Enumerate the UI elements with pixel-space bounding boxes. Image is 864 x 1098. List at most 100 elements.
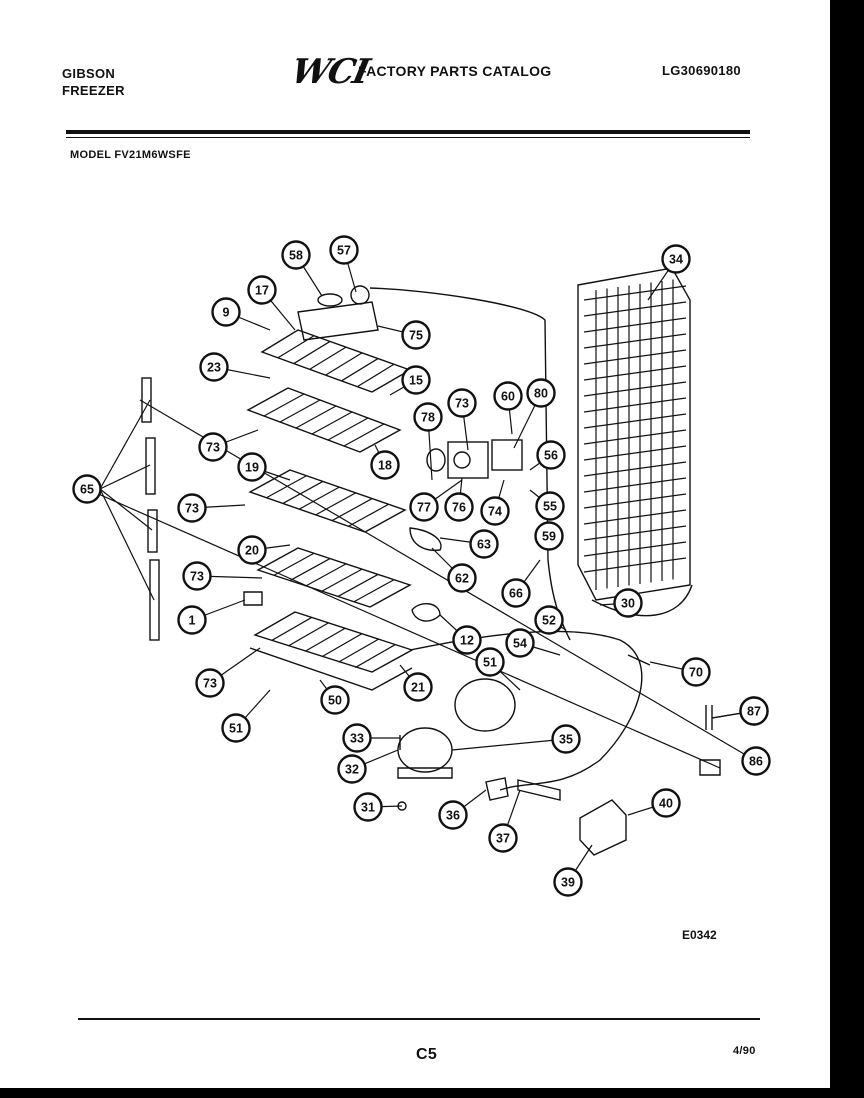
coil-tube: [583, 461, 687, 477]
shelf-rod: [298, 486, 340, 510]
callout-15: 15: [401, 365, 431, 395]
callout-59: 59: [534, 521, 564, 551]
callout-37: 37: [488, 823, 518, 853]
callout-20: 20: [237, 535, 267, 565]
coil-tube: [583, 509, 687, 525]
callout-74: 74: [480, 496, 510, 526]
product-type: FREEZER: [62, 83, 125, 98]
shelf-rod: [315, 492, 357, 516]
coil-tube: [583, 349, 687, 365]
callout-73: 73: [195, 668, 225, 698]
callout-78: 78: [413, 402, 443, 432]
svg-text:30: 30: [621, 597, 635, 611]
svg-text:50: 50: [328, 694, 342, 708]
coil-tube: [583, 429, 687, 445]
svg-text:17: 17: [255, 284, 269, 298]
callout-77: 77: [409, 492, 439, 522]
shelf-rod: [341, 358, 379, 382]
callout-17: 17: [247, 275, 277, 305]
leader-line: [99, 464, 151, 490]
svg-text:12: 12: [460, 634, 474, 648]
svg-text:78: 78: [421, 411, 435, 425]
door-gasket-strips: [141, 377, 160, 641]
callout-87: 87: [739, 696, 769, 726]
shelf-rod: [295, 405, 337, 429]
callout-57: 57: [329, 235, 359, 265]
callout-51: 51: [475, 647, 505, 677]
callout-34: 34: [661, 244, 691, 274]
svg-text:54: 54: [513, 637, 527, 651]
svg-text:51: 51: [229, 722, 243, 736]
leader-line: [99, 488, 153, 531]
shelf-rod: [321, 568, 363, 592]
leader-line: [86, 488, 721, 769]
callout-30: 30: [613, 588, 643, 618]
shelf-rod: [325, 352, 363, 376]
revision-date: 4/90: [733, 1045, 756, 1057]
shelf-rod: [263, 393, 305, 417]
callout-18: 18: [370, 450, 400, 480]
shelf-rod: [348, 503, 389, 527]
svg-text:23: 23: [207, 361, 221, 375]
svg-text:80: 80: [534, 387, 548, 401]
shelf-rod: [293, 340, 331, 364]
svg-text:56: 56: [544, 449, 558, 463]
thermostat-housing: [297, 285, 379, 341]
callout-60: 60: [493, 381, 523, 411]
coil-tube: [583, 541, 687, 557]
coil-tube: [583, 333, 687, 349]
svg-text:37: 37: [496, 832, 510, 846]
coil-tube: [583, 365, 687, 381]
svg-text:34: 34: [669, 253, 683, 267]
catalog-title: FACTORY PARTS CATALOG: [358, 63, 552, 79]
svg-text:73: 73: [203, 677, 217, 691]
leader-line: [99, 399, 151, 490]
shelf-rod: [354, 644, 396, 669]
svg-text:60: 60: [501, 390, 515, 404]
callout-23: 23: [199, 352, 229, 382]
callout-31: 31: [353, 792, 383, 822]
shelf-rod: [282, 480, 324, 504]
callout-35: 35: [551, 724, 581, 754]
callout-54: 54: [505, 628, 535, 658]
catalog-page: GIBSON FREEZER WCI FACTORY PARTS CATALOG…: [0, 0, 830, 1088]
callout-86: 86: [741, 746, 771, 776]
callout-21: 21: [403, 672, 433, 702]
coil-tube: [583, 477, 687, 493]
callout-63: 63: [469, 529, 499, 559]
svg-text:55: 55: [543, 500, 557, 514]
figure-code: E0342: [682, 928, 717, 942]
coil-tube: [583, 445, 687, 461]
svg-text:57: 57: [337, 244, 351, 258]
callout-73: 73: [182, 561, 212, 591]
callout-9: 9: [211, 297, 241, 327]
exploded-parts-diagram: 1912151718192021233031323334353637394050…: [72, 235, 771, 942]
svg-text:74: 74: [488, 505, 502, 519]
callout-labels: 1912151718192021233031323334353637394050…: [72, 235, 771, 897]
svg-text:59: 59: [542, 530, 556, 544]
callout-19: 19: [237, 452, 267, 482]
drain-line: [409, 630, 643, 791]
svg-text:77: 77: [417, 501, 431, 515]
shelves: [246, 329, 414, 691]
svg-text:15: 15: [409, 374, 423, 388]
svg-text:86: 86: [749, 755, 763, 769]
callout-58: 58: [281, 240, 311, 270]
coil-tube: [583, 525, 687, 541]
svg-text:63: 63: [477, 538, 491, 552]
svg-text:40: 40: [659, 797, 673, 811]
coil-tube: [583, 493, 687, 509]
shelf-rod: [266, 475, 307, 499]
svg-text:75: 75: [409, 329, 423, 343]
svg-text:87: 87: [747, 705, 761, 719]
svg-text:76: 76: [452, 501, 466, 515]
shelf-rod: [343, 423, 385, 447]
callout-33: 33: [342, 723, 372, 753]
callout-70: 70: [681, 657, 711, 687]
svg-text:70: 70: [689, 666, 703, 680]
shelf-rod: [321, 633, 363, 658]
control-assembly: [426, 439, 523, 479]
callout-76: 76: [444, 492, 474, 522]
shelf-rod: [338, 638, 379, 663]
